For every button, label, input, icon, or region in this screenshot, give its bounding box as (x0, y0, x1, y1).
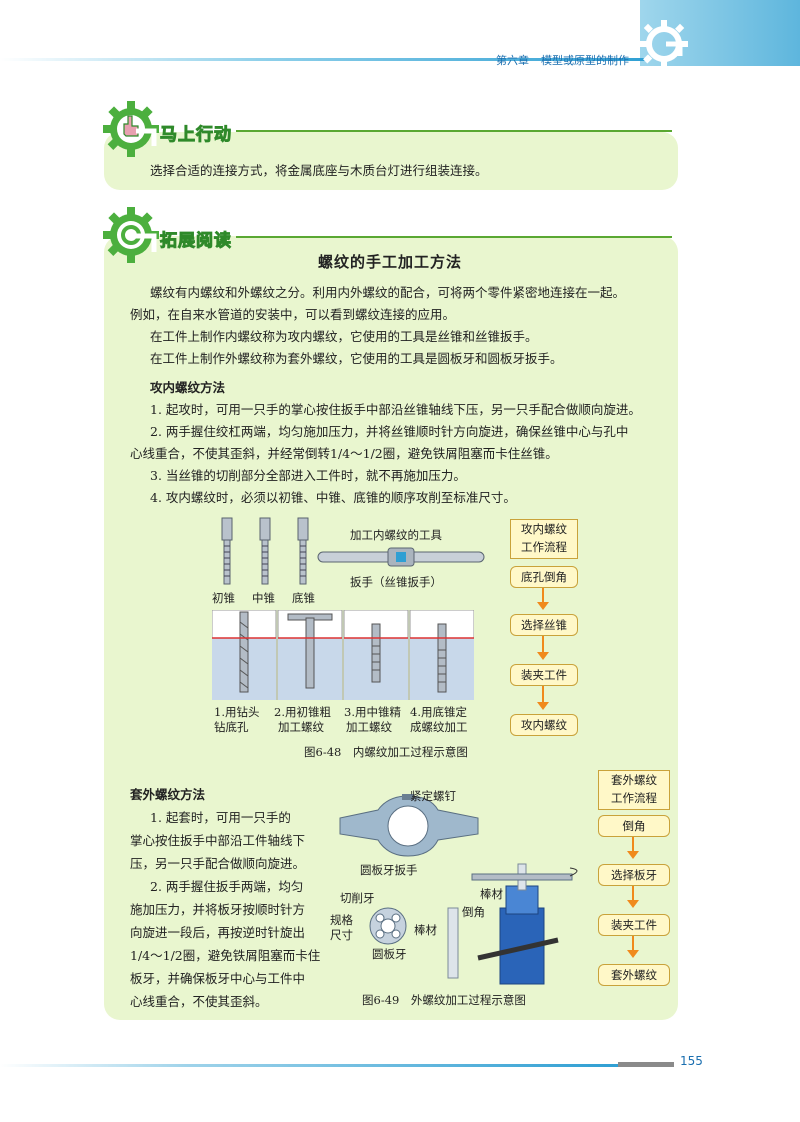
flow-arrow-head (627, 950, 639, 958)
process-2-line-2: 加工螺纹 (278, 720, 324, 734)
external-step-line-9: 心线重合，不使其歪斜。 (130, 994, 268, 1009)
internal-flow-step-3: 装夹工件 (510, 664, 578, 686)
wrench-label: 扳手（丝锥扳手） (350, 575, 442, 589)
internal-flow-step-1: 底孔倒角 (510, 566, 578, 588)
tap-label-first: 初锥 (212, 591, 235, 605)
flow-arrow-head (537, 602, 549, 610)
external-step-line-5: 施加压力，并将板牙按顺时针方 (130, 902, 306, 917)
internal-step-1: 1. 起攻时，可用一只手的掌心按住扳手中部沿丝锥轴线下压，另一只手配合做顺向旋进… (150, 402, 641, 417)
external-step-line-4: 2. 两手握住扳手两端，均匀 (150, 879, 304, 894)
external-flow-step-4: 套外螺纹 (598, 964, 670, 986)
flow-arrow-head (537, 702, 549, 710)
flow-arrow (542, 636, 544, 654)
size-label-line-1: 规格 (330, 913, 353, 927)
tap-label-middle: 中锥 (252, 591, 275, 605)
flow-arrow (632, 837, 634, 853)
external-flow-step-2: 选择板牙 (598, 864, 670, 886)
set-screw-label: 紧定螺钉 (410, 789, 456, 803)
footer-grey-bar (618, 1062, 674, 1067)
internal-flow-header: 攻内螺纹 工作流程 (510, 519, 578, 559)
external-flow-header-line-2: 工作流程 (611, 791, 657, 805)
tap-label-bottom: 底锥 (292, 591, 315, 605)
size-label-line-2: 尺寸 (330, 928, 353, 942)
flow-arrow-head (537, 652, 549, 660)
external-flow-header: 套外螺纹 工作流程 (598, 770, 670, 810)
process-4-line-2: 成螺纹加工 (410, 720, 468, 734)
die-wrench-label: 圆板牙扳手 (360, 863, 418, 877)
intro-line-2: 例如，在自来水管道的安装中，可以看到螺纹连接的应用。 (130, 307, 456, 322)
die-process-illustration (339, 794, 578, 985)
section-title-action: 马上行动 (160, 125, 232, 146)
internal-flow-step-2: 选择丝锥 (510, 614, 578, 636)
external-step-line-6: 向旋进一段后，再按逆时针旋出 (130, 925, 306, 940)
external-flow-header-line-1: 套外螺纹 (611, 773, 657, 787)
action-box (104, 132, 678, 190)
header-color-block (640, 0, 800, 66)
reading-gear-icon (103, 207, 159, 263)
internal-step-3: 3. 当丝锥的切削部分全部进入工件时，就不再施加压力。 (150, 468, 466, 483)
process-2-line-1: 2.用初锥粗 (274, 705, 331, 719)
tap-wrench-illustration (317, 547, 485, 567)
internal-step-2b: 心线重合，不使其歪斜，并经常倒转1/4～1/2圈，避免铁屑阻塞而卡住丝锥。 (130, 446, 558, 461)
flow-arrow-head (627, 851, 639, 859)
internal-flow-header-line-2: 工作流程 (521, 540, 567, 554)
process-3-line-2: 加工螺纹 (346, 720, 392, 734)
flow-arrow-head (627, 900, 639, 908)
chapter-title: 模型或原型的制作 (541, 54, 629, 67)
process-1-line-2: 钻底孔 (214, 720, 249, 734)
section-rule (236, 236, 672, 238)
external-flow-step-3: 装夹工件 (598, 914, 670, 936)
flow-arrow (632, 936, 634, 952)
process-1-line-1: 1.用钻头 (214, 705, 260, 719)
intro-line-1: 螺纹有内螺纹和外螺纹之分。利用内外螺纹的配合，可将两个零件紧密地连接在一起。 (150, 285, 626, 300)
action-text: 选择合适的连接方式，将金属底座与木质台灯进行组装连接。 (150, 163, 488, 178)
external-step-line-8: 板牙，并确保板牙中心与工件中 (130, 971, 306, 986)
internal-step-4: 4. 攻内螺纹时，必须以初锥、中锥、底锥的顺序攻削至标准尺寸。 (150, 490, 516, 505)
process-3-line-1: 3.用中锥精 (344, 705, 401, 719)
hand-gear-icon (103, 101, 159, 157)
header-rule (0, 58, 650, 61)
external-step-line-3: 压，另一只手配合做顺向旋进。 (130, 856, 306, 871)
figure-caption-6-48: 图6-48 内螺纹加工过程示意图 (304, 745, 468, 759)
flow-arrow (632, 886, 634, 902)
tool-label: 加工内螺纹的工具 (350, 528, 442, 542)
tapping-process-illustration (212, 610, 474, 700)
internal-flow-step-4: 攻内螺纹 (510, 714, 578, 736)
bar-label-1: 棒材 (414, 923, 437, 937)
flow-arrow (542, 588, 544, 604)
section-rule (236, 130, 672, 132)
flow-arrow (542, 686, 544, 704)
internal-step-2: 2. 两手握住绞杠两端，均匀施加压力，并将丝锥顺时针方向旋进，确保丝锥中心与孔中 (150, 424, 629, 439)
external-step-line-1: 1. 起套时，可用一只手的 (150, 810, 291, 825)
intro-line-3: 在工件上制作内螺纹称为攻内螺纹，它使用的工具是丝锥和丝锥扳手。 (150, 329, 538, 344)
gear-icon (640, 20, 688, 68)
figure-caption-6-49: 图6-49 外螺纹加工过程示意图 (362, 993, 526, 1007)
external-step-line-2: 掌心按住扳手中部沿工件轴线下 (130, 833, 306, 848)
external-flow-step-1: 倒角 (598, 815, 670, 837)
external-subheading: 套外螺纹方法 (130, 787, 206, 802)
taps-illustration (221, 517, 309, 585)
internal-subheading: 攻内螺纹方法 (150, 380, 226, 395)
section-title-reading: 拓展阅读 (160, 231, 232, 252)
process-4-line-1: 4.用底锥定 (410, 705, 467, 719)
footer-rule (0, 1064, 618, 1067)
intro-line-4: 在工件上制作外螺纹称为套外螺纹，它使用的工具是圆板牙和圆板牙扳手。 (150, 351, 563, 366)
page-number: 155 (680, 1054, 703, 1068)
external-step-line-7: 1/4～1/2圈，避免铁屑阻塞而卡住 (130, 948, 321, 963)
bar-label-2: 棒材 (480, 887, 503, 901)
internal-flow-header-line-1: 攻内螺纹 (521, 522, 567, 536)
cutting-teeth-label: 切削牙 (340, 891, 375, 905)
chapter-number: 第六章 (496, 54, 529, 67)
chapter-header: 第六章模型或原型的制作 (496, 52, 641, 68)
chamfer-label: 倒角 (462, 905, 485, 919)
article-heading: 螺纹的手工加工方法 (318, 253, 463, 271)
round-die-label: 圆板牙 (372, 947, 407, 961)
